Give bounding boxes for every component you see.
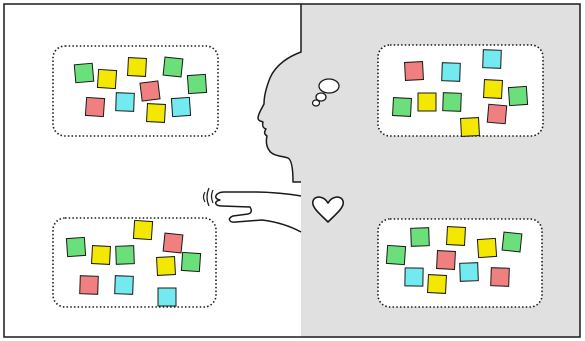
sticky-note-icon bbox=[392, 97, 412, 117]
sticky-note-icon bbox=[483, 79, 503, 99]
pointing-hand-icon bbox=[215, 191, 302, 233]
sticky-note-icon bbox=[442, 92, 462, 112]
sticky-note-icon bbox=[441, 62, 461, 82]
sticky-note-icon bbox=[427, 274, 447, 294]
sticky-note-icon bbox=[162, 232, 184, 254]
sticky-note-icon bbox=[156, 256, 176, 276]
sticky-note-icon bbox=[507, 85, 529, 107]
motion-lines-icon bbox=[202, 187, 214, 207]
sticky-note-icon bbox=[84, 96, 106, 118]
sticky-note-icon bbox=[482, 49, 502, 69]
sticky-note-icon bbox=[115, 92, 135, 112]
sticky-note-icon bbox=[501, 231, 523, 253]
sticky-note-icon bbox=[410, 227, 430, 247]
heart-icon bbox=[311, 196, 345, 223]
sticky-note-icon bbox=[476, 237, 498, 259]
sticky-note-icon bbox=[404, 61, 424, 81]
sticky-note-icon bbox=[65, 236, 87, 258]
sticky-note-icon bbox=[146, 103, 166, 123]
sticky-note-icon bbox=[385, 244, 407, 266]
frame bbox=[3, 3, 581, 338]
sticky-note-icon bbox=[446, 226, 466, 246]
person-silhouette-icon bbox=[257, 4, 302, 183]
sticky-note-icon bbox=[404, 267, 424, 287]
sticky-note-icon bbox=[486, 103, 508, 125]
sticky-note-icon bbox=[170, 96, 192, 118]
sticky-note-icon bbox=[139, 80, 161, 102]
sticky-note-icon bbox=[91, 245, 111, 265]
sticky-note-icon bbox=[157, 287, 177, 307]
sticky-notes bbox=[65, 49, 529, 307]
sticky-note-icon bbox=[180, 251, 202, 273]
sticky-note-icon bbox=[417, 92, 437, 112]
sticky-note-icon bbox=[460, 117, 480, 137]
sticky-note-icon bbox=[115, 245, 135, 265]
sticky-note-icon bbox=[132, 219, 154, 241]
sticky-note-icon bbox=[436, 250, 456, 270]
sticky-note-icon bbox=[79, 275, 99, 295]
sticky-note-icon bbox=[490, 267, 510, 287]
sticky-note-icon bbox=[127, 57, 147, 77]
sticky-note-icon bbox=[459, 262, 479, 282]
sticky-note-icon bbox=[73, 62, 95, 84]
sticky-note-icon bbox=[96, 68, 118, 90]
sticky-note-icon bbox=[114, 275, 134, 295]
thought-bubble-icon bbox=[311, 78, 340, 107]
sticky-note-icon bbox=[162, 56, 184, 78]
sticky-note-icon bbox=[186, 73, 208, 95]
